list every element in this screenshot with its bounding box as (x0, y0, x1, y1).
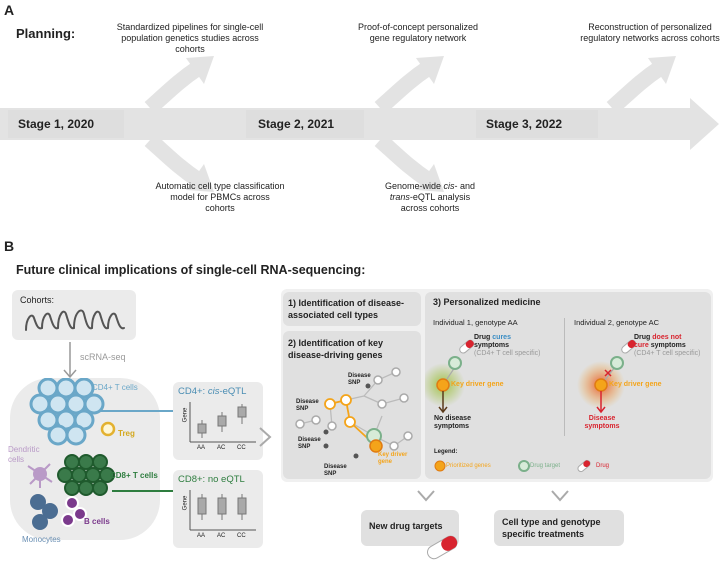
stage-3-label: Stage 3, 2022 (486, 117, 563, 131)
branch-down-1 (144, 134, 203, 187)
scrna-seq-label: scRNA-seq (80, 352, 126, 362)
cd8-eqtl-title: CD8+: no eQTL (178, 474, 245, 485)
branch-up-1-head (186, 56, 214, 84)
cd4-eqtl-x-aa: AA (197, 445, 206, 451)
cd4-eqtl-ylabel: Gene (182, 407, 189, 423)
stage-1-label: Stage 1, 2020 (18, 117, 95, 131)
legend-drug: Drug (596, 463, 610, 469)
individual-1-label: Individual 1, genotype AA (433, 318, 518, 327)
network-key-driver: Key driver gene (378, 452, 408, 465)
branch-up-2 (374, 61, 433, 114)
drug2-text: Drug does not cure symptoms (CD4+ T cell… (634, 334, 701, 357)
pill-icon (427, 535, 458, 560)
branch-down-1-head (186, 164, 214, 192)
network-snp-3: Disease SNP (298, 437, 321, 450)
note-reconstruction: Reconstruction of personalized regulator… (580, 22, 720, 43)
panel-b-letter: B (4, 238, 15, 254)
cd4-eqtl-x-ac: AC (217, 445, 226, 451)
cd8-eqtl-ylabel: Gene (182, 495, 189, 511)
stage-2-label: Stage 2, 2021 (258, 117, 335, 131)
chevron-down-icon (417, 490, 435, 502)
cd8-eqtl-x-cc: CC (237, 533, 246, 539)
cd4-cells (29, 378, 105, 446)
personalized-medicine-illustration (425, 339, 637, 414)
box3-title: 3) Personalized medicine (433, 297, 541, 307)
branch-up-2-head (416, 56, 444, 84)
monocyte-cells (30, 494, 58, 530)
cd8-eqtl-x-aa: AA (197, 533, 206, 539)
cell-population (27, 378, 116, 530)
note-proof-of-concept: Proof-of-concept personalized gene regul… (357, 22, 479, 43)
chevron-down-icon-2 (551, 490, 569, 502)
cd8-eqtl-plot (189, 490, 256, 531)
gene-network (295, 367, 413, 459)
legend-drug-target: Drug target (530, 463, 561, 469)
note-standardized-pipelines: Standardized pipelines for single-cell p… (116, 22, 264, 54)
cohorts-label: Cohorts: (20, 295, 55, 305)
cd8-label: CD8+ T cells (110, 471, 158, 480)
branch-up-3-head (648, 56, 676, 84)
note-genome-wide-eqtl: Genome-wide cis- and trans-eQTL analysis… (384, 181, 476, 213)
chevron-right-icon (259, 427, 272, 447)
cd4-label: CD4+ T cells (92, 383, 138, 392)
branch-down-2-head (416, 164, 444, 192)
branch-up-3 (606, 61, 665, 114)
cd4-eqtl-title: CD4+: cis-eQTL (178, 386, 247, 397)
network-snp-4: Disease SNP (324, 464, 347, 477)
dendritic-label: Dendritic cells (8, 445, 40, 464)
kdg1-label: Key driver gene (451, 381, 504, 388)
bcells-label: B cells (84, 517, 110, 526)
treg-cell (100, 421, 116, 437)
b-cells (61, 496, 87, 527)
kdg2-label: Key driver gene (609, 381, 662, 388)
drug1-text: Drug cures symptoms (CD4+ T cell specifi… (474, 334, 541, 357)
scrna-arrow (63, 342, 77, 379)
cd4-eqtl-plot (189, 402, 256, 443)
treg-label: Treg (118, 429, 135, 438)
individual-2-label: Individual 2, genotype AC (574, 318, 660, 327)
cohorts-squiggles (25, 309, 125, 331)
panel-b-title: Future clinical implications of single-c… (16, 263, 366, 277)
dendritic-cell (27, 463, 53, 488)
outcome-new-drug-targets: New drug targets (369, 521, 443, 531)
network-snp-2: Disease SNP (348, 373, 371, 386)
no-disease-label: No disease symptoms (434, 415, 471, 430)
branch-down-2 (374, 134, 433, 187)
network-snp-1: Disease SNP (296, 399, 319, 412)
planning-label: Planning: (16, 26, 76, 41)
note-automatic-cell-type: Automatic cell type classification model… (155, 181, 285, 213)
monocytes-label: Monocytes (22, 535, 61, 544)
legend-prioritized: Prioritized genes (446, 463, 491, 469)
box1-title: 1) Identification of disease-associated … (288, 298, 405, 320)
disease-label: Disease symptoms (584, 415, 620, 430)
individual-divider (564, 318, 565, 436)
cd8-eqtl-x-ac: AC (217, 533, 226, 539)
legend-markers (434, 459, 591, 473)
panel-a-letter: A (4, 2, 15, 18)
cd4-eqtl-x-cc: CC (237, 445, 246, 451)
branch-up-1 (144, 61, 203, 114)
legend-title: Legend: (434, 449, 458, 455)
cd8-cells (57, 454, 115, 496)
